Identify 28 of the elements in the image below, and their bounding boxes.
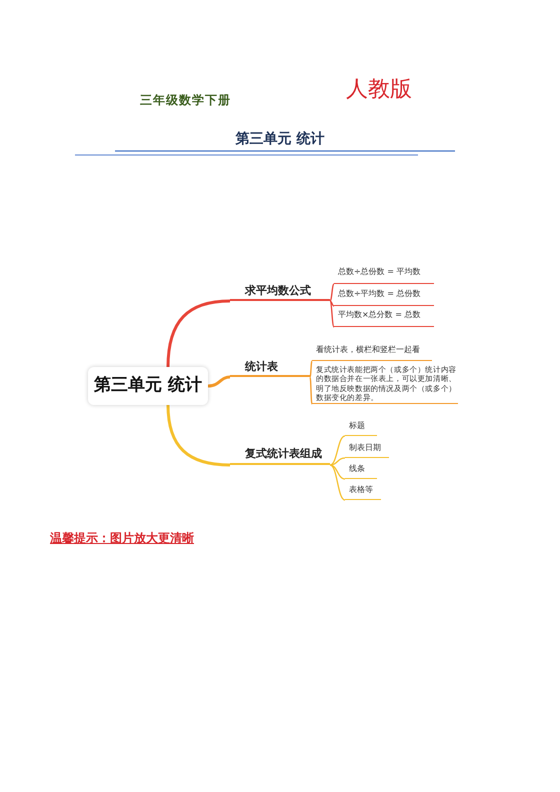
branch-topic: 求平均数公式: [230, 284, 330, 301]
branch-topic: 复式统计表组成: [230, 447, 330, 465]
subtopic: 看统计表，横栏和竖栏一起看: [312, 345, 432, 361]
central-topic-box: 第三单元 统计: [88, 367, 208, 405]
subtopic: 平均数×总分数 = 总数: [334, 310, 434, 327]
edition-text: 人教版: [346, 75, 413, 103]
header-text: 三年级数学下册: [140, 92, 232, 109]
connector-line: [330, 457, 346, 466]
connector-line: [329, 284, 335, 302]
tip-text: 温馨提示：图片放大更清晰: [50, 530, 195, 547]
connector-line: [330, 464, 346, 501]
subtopic: 表格等: [345, 485, 381, 500]
subtopic: 总数÷总份数 = 平均数: [334, 267, 434, 284]
subtopic: 线条: [345, 464, 377, 479]
subtopic: 标题: [345, 421, 377, 436]
connector-line: [330, 464, 346, 480]
branch-topic: 统计表: [230, 360, 310, 377]
connector-line: [330, 300, 334, 307]
connector-line: [166, 300, 230, 368]
connector-line: [329, 300, 335, 328]
subtopic: 总数÷平均数 = 总份数: [334, 289, 434, 306]
page-title: 第三单元 统计: [234, 130, 326, 148]
connector-line: [309, 376, 313, 404]
connector-line: [330, 435, 346, 466]
connector-line: [166, 404, 230, 466]
connector-line: [208, 376, 230, 388]
connector-line: [309, 360, 313, 378]
subtopic: 制表日期: [345, 443, 389, 458]
